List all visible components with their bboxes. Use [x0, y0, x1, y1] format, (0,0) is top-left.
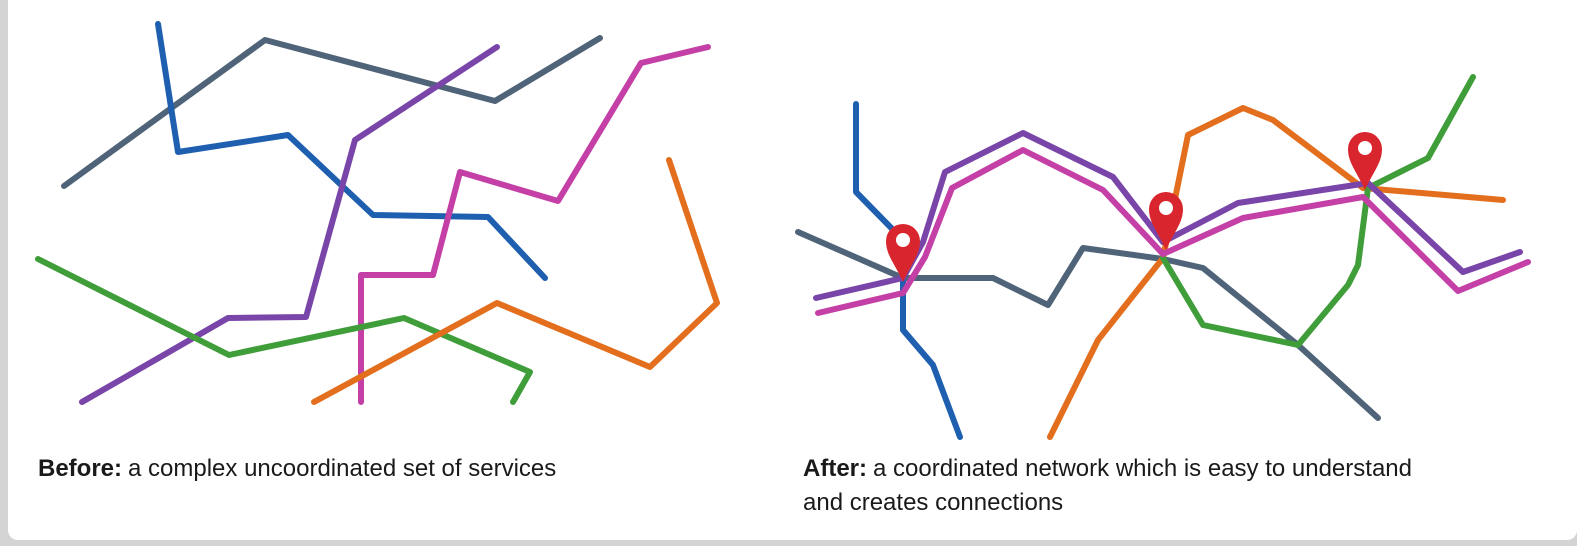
- route-slate: [795, 229, 1381, 421]
- route-green: [35, 256, 533, 405]
- diagram-card: Before:a complex uncoordinated set of se…: [8, 0, 1577, 540]
- before-caption: Before:a complex uncoordinated set of se…: [38, 452, 738, 486]
- after-caption-text: a coordinated network which is easy to u…: [803, 455, 1412, 516]
- location-pin-icon: [1348, 132, 1382, 190]
- location-pin-icon: [1149, 192, 1183, 250]
- after-caption: After:a coordinated network which is eas…: [803, 452, 1423, 520]
- route-magenta: [358, 44, 711, 405]
- route-blue: [155, 21, 548, 281]
- before-network-diagram: [35, 21, 720, 405]
- route-magenta: [815, 147, 1531, 316]
- before-caption-label: Before:: [38, 455, 123, 482]
- after-network-diagram: [795, 74, 1531, 440]
- route-blue: [853, 101, 963, 440]
- location-pin-icon: [886, 224, 920, 282]
- before-caption-text: a complex uncoordinated set of services: [128, 455, 557, 482]
- after-caption-label: After:: [803, 455, 867, 482]
- route-slate: [61, 35, 603, 189]
- route-green: [1160, 74, 1476, 348]
- route-purple: [79, 44, 500, 405]
- route-orange: [1047, 105, 1506, 440]
- route-orange: [311, 157, 720, 405]
